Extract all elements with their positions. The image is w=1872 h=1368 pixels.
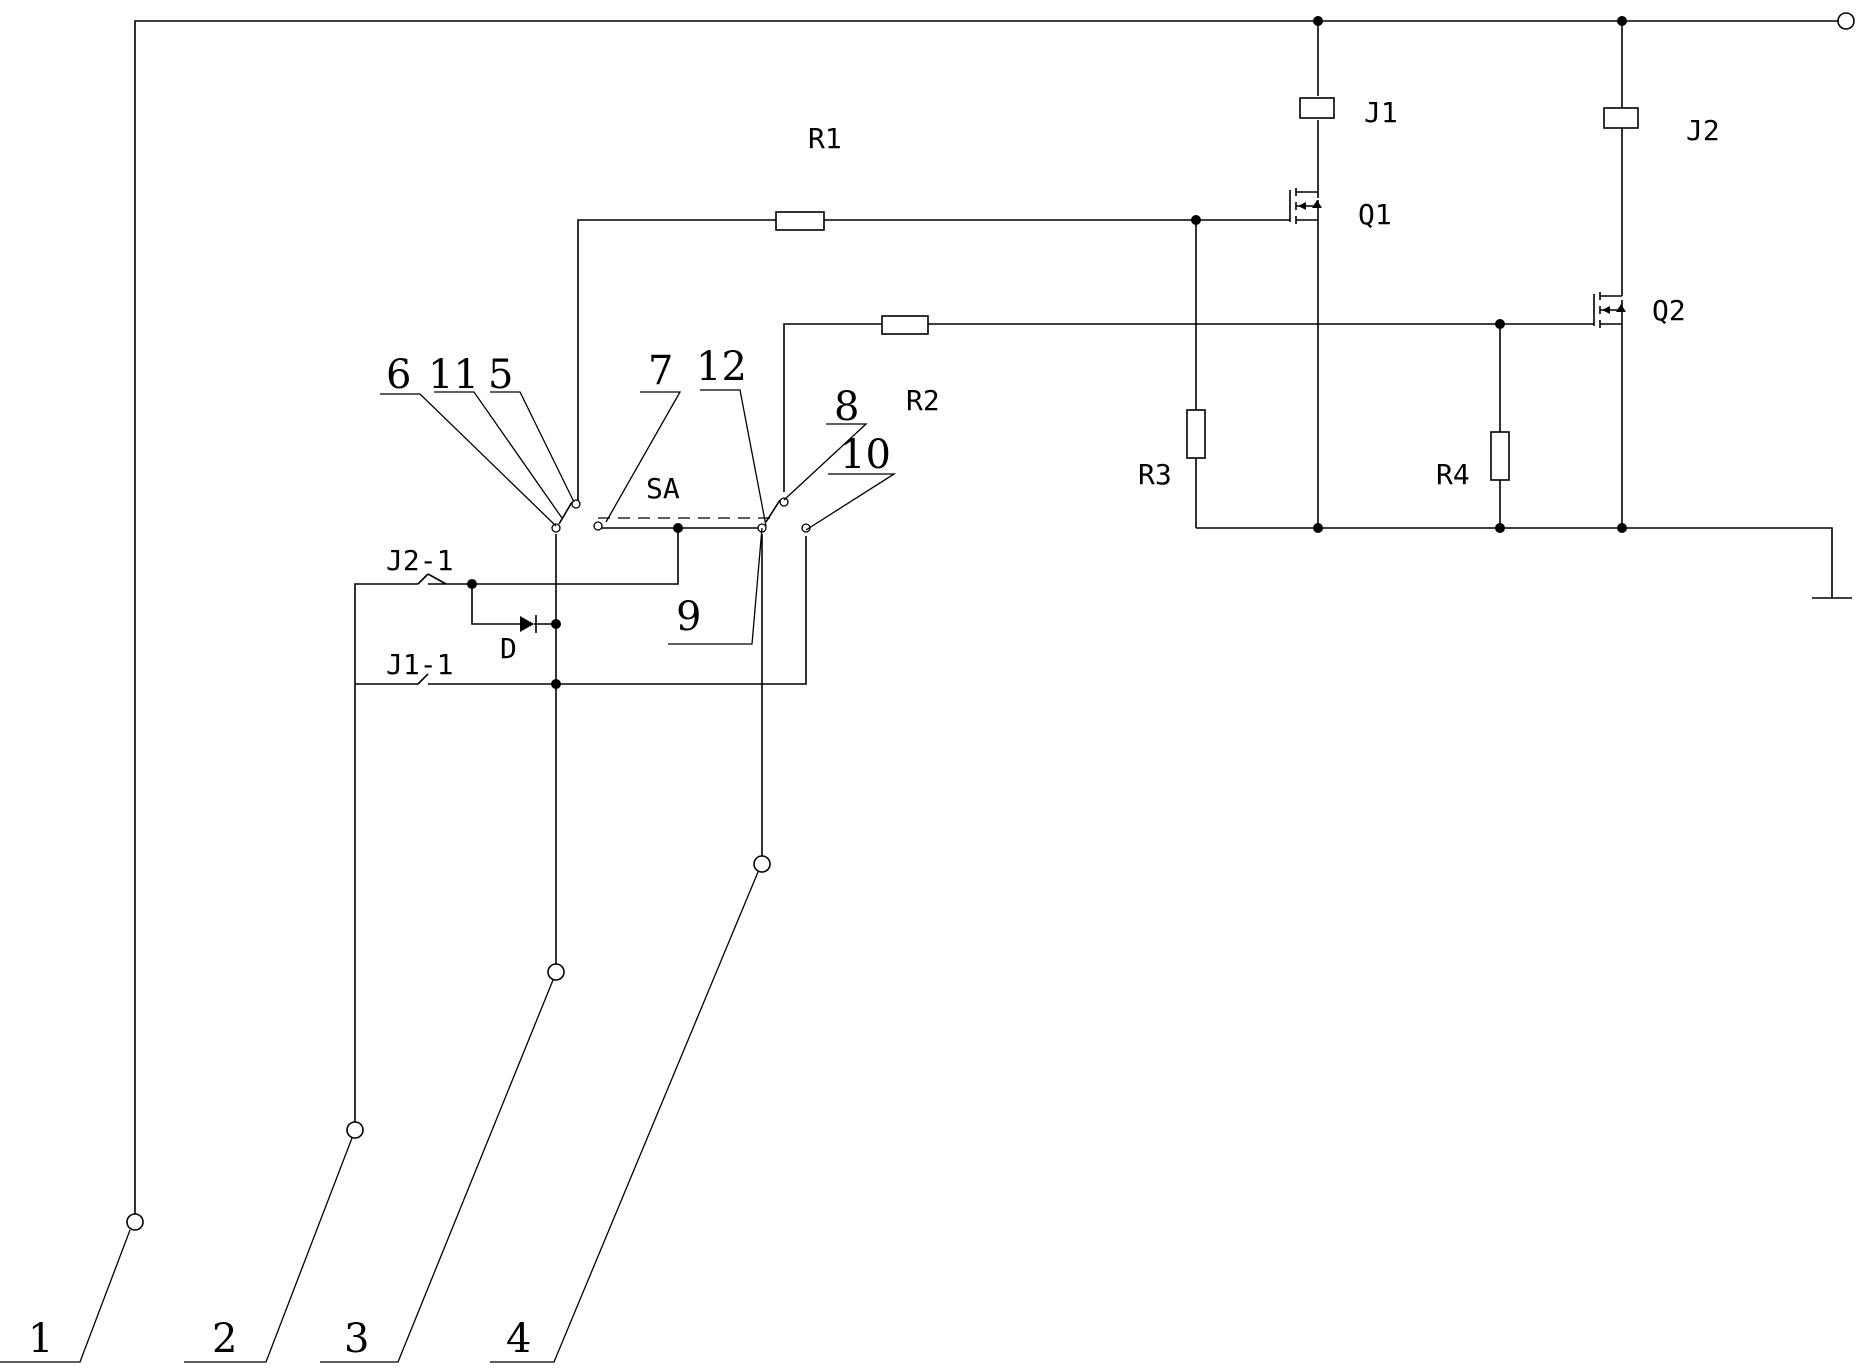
label-j2: J2 — [1686, 114, 1720, 147]
callout-6: 6 — [386, 352, 411, 398]
terminal-1 — [126, 1213, 144, 1231]
callout-11: 11 — [428, 352, 479, 398]
wiring — [134, 20, 1852, 1222]
relay-coil-j1 — [1299, 97, 1335, 119]
callout-5: 5 — [488, 352, 513, 398]
contact-j1-1 — [417, 673, 556, 685]
callout-12: 12 — [696, 344, 747, 390]
callout-4: 4 — [506, 1316, 531, 1362]
label-q2: Q2 — [1652, 294, 1686, 327]
mosfet-q2 — [1576, 292, 1626, 328]
contact-j2-1 — [417, 573, 472, 585]
label-r2: R2 — [906, 384, 940, 417]
resistor-r3 — [1186, 409, 1206, 459]
terminal-output — [1837, 12, 1855, 30]
label-sa: SA — [646, 472, 680, 505]
label-r1: R1 — [808, 122, 842, 155]
label-d: D — [500, 632, 517, 665]
junction-dots — [467, 16, 1627, 689]
terminal-4 — [753, 855, 771, 873]
callout-leaders — [0, 389, 897, 1363]
label-r3: R3 — [1138, 458, 1172, 491]
label-j2-1: J2-1 — [386, 544, 453, 577]
callout-1: 1 — [28, 1316, 53, 1362]
callout-7: 7 — [648, 348, 673, 394]
callout-3: 3 — [344, 1316, 369, 1362]
resistor-r4 — [1490, 431, 1510, 481]
label-r4: R4 — [1436, 458, 1470, 491]
callout-2: 2 — [212, 1316, 237, 1362]
label-q1: Q1 — [1358, 198, 1392, 231]
terminal-2 — [346, 1121, 364, 1139]
terminal-3 — [547, 963, 565, 981]
callout-9: 9 — [676, 594, 701, 640]
label-j1-1: J1-1 — [386, 648, 453, 681]
callout-10: 10 — [840, 432, 891, 478]
diode-d — [520, 615, 537, 633]
callout-8: 8 — [834, 384, 859, 430]
mosfet-q1 — [1272, 188, 1322, 224]
label-j1: J1 — [1364, 96, 1398, 129]
resistor-r2 — [881, 315, 929, 335]
resistor-r1 — [775, 211, 825, 231]
relay-coil-j2 — [1603, 107, 1639, 129]
